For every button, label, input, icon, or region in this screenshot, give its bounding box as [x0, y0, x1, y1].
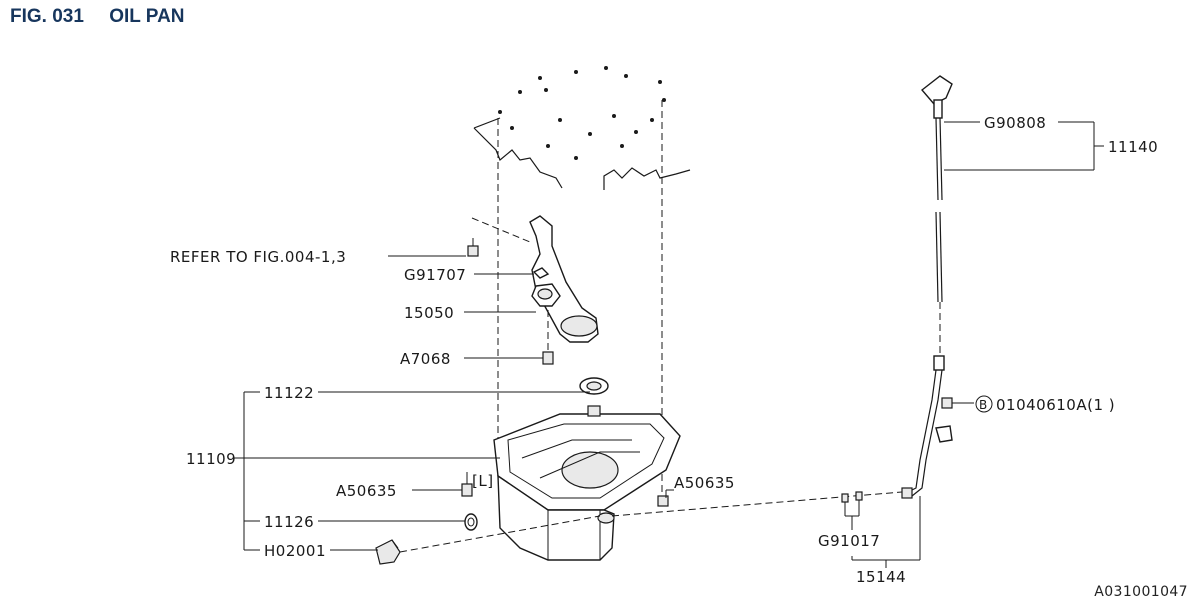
label-11109: 11109: [186, 450, 236, 468]
pan-bolt-left: [461, 472, 473, 497]
oil-pan: [493, 413, 681, 561]
refer-dash: [471, 217, 531, 243]
oil-pan-cap: [579, 377, 609, 417]
figure-title: OIL PAN: [109, 6, 185, 27]
label-g91017: G91017: [818, 532, 880, 550]
drain-dash: [399, 515, 601, 553]
guide-dash: [611, 491, 903, 517]
drawing-code: A031001047: [1094, 584, 1188, 600]
drain-plug: [375, 539, 401, 565]
label-h02001: H02001: [264, 542, 326, 560]
dipstick-guide: [901, 355, 953, 499]
dipstick: [920, 75, 953, 303]
label-a50635-right: A50635: [674, 474, 735, 492]
label-g90808: G90808: [984, 114, 1046, 132]
label-bracket-mark: [L]: [472, 472, 494, 490]
label-11126: 11126: [264, 513, 314, 531]
oil-strainer: [529, 215, 599, 343]
label-a50635-left: A50635: [336, 482, 397, 500]
label-15050: 15050: [404, 304, 454, 322]
strainer-bolt-top: [467, 238, 479, 257]
figure-number: FIG. 031: [10, 6, 84, 27]
label-a7068: A7068: [400, 350, 451, 368]
drain-gasket: [464, 513, 478, 531]
label-g91707: G91707: [404, 266, 466, 284]
label-15144: 15144: [856, 568, 906, 586]
bolt-circle-marker: [975, 395, 993, 413]
label-11140: 11140: [1108, 138, 1158, 156]
label-bolt-circle: B: [979, 398, 988, 412]
label-11122: 11122: [264, 384, 314, 402]
leader-lines: [234, 121, 1104, 568]
figure-header: FIG. 031 OIL PAN: [10, 6, 185, 28]
label-bolt-code: 01040610A(1 ): [996, 396, 1115, 414]
label-refer: REFER TO FIG.004-1,3: [170, 248, 346, 266]
pan-bolt-right: [657, 495, 669, 507]
engine-block-outline: [473, 66, 691, 190]
